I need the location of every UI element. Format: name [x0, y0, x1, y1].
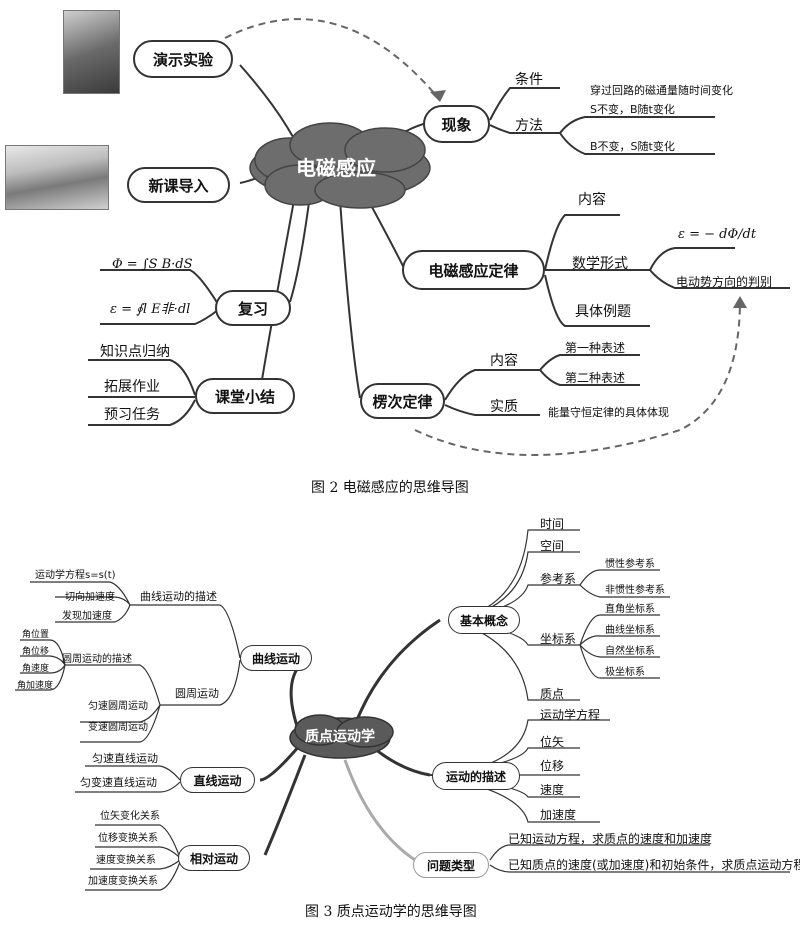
problem-item-1: 已知运动方程，求质点的速度和加速度: [508, 832, 713, 846]
curve-motion-node: 曲线运动: [240, 645, 312, 671]
basic-concepts-node: 基本概念: [448, 606, 520, 634]
problem-item-2: 已知质点的速度(或加速度)和初始条件，求质点运动方程: [508, 858, 800, 872]
condition-label: 条件: [515, 72, 543, 88]
lenz-content-1: 第一种表述: [565, 341, 626, 355]
motion-desc-node: 运动的描述: [432, 762, 520, 790]
linear-item-accel: 匀变速直线运动: [80, 776, 157, 789]
eps-formula: ε = ∮l E非·dl: [110, 302, 191, 317]
motion-item-acceleration: 加速度: [540, 808, 577, 822]
basic-item-space: 空间: [540, 539, 565, 553]
method-2: B不变，S随t变化: [590, 140, 675, 153]
circle-desc-item-2: 角位移: [22, 647, 50, 657]
basic-item-coords: 坐标系: [540, 632, 577, 646]
emf-direction: 电动势方向的判别: [676, 275, 773, 289]
relative-item-3: 速度变换关系: [96, 855, 156, 866]
basic-item-time: 时间: [540, 517, 565, 531]
coord-polar: 极坐标系: [605, 667, 645, 678]
motion-item-equation: 运动学方程: [540, 708, 601, 722]
emf-formula: ε = − dΦ/dt: [678, 227, 757, 242]
basic-item-particle: 质点: [540, 687, 565, 701]
relative-item-2: 位移变换关系: [98, 833, 158, 844]
caption-fig3: 图 3 质点运动学的思维导图: [305, 904, 477, 920]
relative-item-1: 位矢变化关系: [100, 811, 160, 822]
caption-fig2: 图 2 电磁感应的思维导图: [311, 480, 469, 496]
curve-desc-item-1: 运动学方程s=s(t): [35, 570, 116, 581]
motion-item-position: 位矢: [540, 735, 565, 749]
problem-types-node: 问题类型: [413, 852, 489, 878]
experiment-photo: [63, 10, 120, 94]
demo-experiment-node: 演示实验: [133, 40, 233, 78]
flux-formula: Φ = ∫S B·dS: [112, 257, 193, 272]
coord-curvilinear: 曲线坐标系: [605, 625, 655, 636]
new-lesson-node: 新课导入: [127, 167, 230, 203]
lenz-essence-text: 能量守恒定律的具体体现: [548, 406, 669, 419]
summary-item-3: 预习任务: [104, 407, 160, 423]
review-node: 复习: [215, 290, 291, 326]
maglev-train-photo: [5, 145, 109, 210]
relative-motion-node: 相对运动: [178, 845, 250, 871]
lenz-essence: 实质: [490, 399, 518, 415]
circle-item-uniform: 匀速圆周运动: [88, 701, 148, 712]
circle-desc-item-4: 角加速度: [17, 681, 54, 691]
frame-inertial: 惯性参考系: [605, 559, 655, 570]
summary-item-1: 知识点归纳: [100, 344, 170, 360]
coord-natural: 自然坐标系: [605, 646, 655, 657]
motion-item-displacement: 位移: [540, 759, 565, 773]
summary-node: 课堂小结: [195, 378, 295, 414]
circle-item-variable: 变速圆周运动: [88, 722, 148, 733]
circle-desc-item-3: 角速度: [22, 664, 50, 674]
summary-item-2: 拓展作业: [104, 379, 160, 395]
curve-desc-item-3: 发现加速度: [62, 611, 112, 622]
law-content: 内容: [578, 192, 606, 208]
lenz-node: 楞次定律: [360, 383, 445, 419]
law-example: 具体例题: [575, 304, 631, 320]
frame-noninertial: 非惯性参考系: [605, 585, 665, 596]
method-1: S不变，B随t变化: [590, 103, 675, 116]
lenz-content-2: 第二种表述: [565, 371, 626, 385]
curve-desc-item-2: 切向加速度: [65, 592, 115, 603]
curve-desc: 曲线运动的描述: [140, 590, 217, 603]
law-node: 电磁感应定律: [402, 250, 545, 290]
relative-item-4: 加速度变换关系: [88, 876, 158, 887]
center-node-fig2: 电磁感应: [296, 156, 376, 180]
circle-motion: 圆周运动: [175, 687, 219, 700]
phenomenon-node: 现象: [423, 105, 490, 143]
condition-text: 穿过回路的磁通量随时间变化: [590, 84, 733, 97]
linear-motion-node: 直线运动: [180, 767, 255, 793]
lenz-content: 内容: [490, 353, 518, 369]
center-node-fig3: 质点运动学: [305, 729, 375, 745]
circle-desc-item-1: 角位置: [22, 630, 50, 640]
law-math-form: 数学形式: [572, 256, 628, 272]
circle-desc: 圆周运动的描述: [62, 654, 132, 665]
method-label: 方法: [515, 118, 543, 134]
coord-cartesian: 直角坐标系: [605, 604, 655, 615]
motion-item-velocity: 速度: [540, 783, 565, 797]
linear-item-uniform: 匀速直线运动: [92, 752, 158, 765]
basic-item-frame: 参考系: [540, 572, 577, 586]
